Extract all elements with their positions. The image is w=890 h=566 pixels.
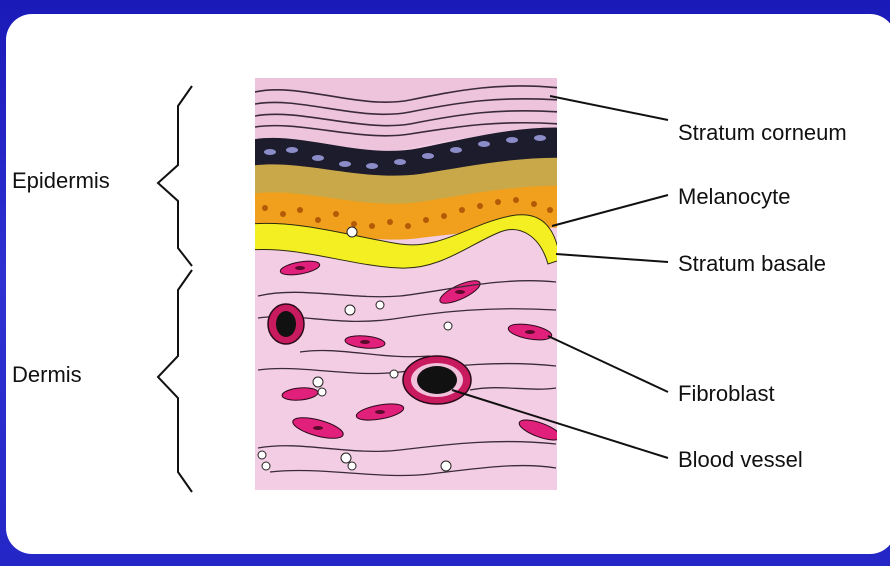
leader-stratum-basale <box>556 254 668 262</box>
label-stratum-corneum: Stratum corneum <box>678 120 847 146</box>
layer-braces <box>158 86 192 492</box>
epidermis-brace <box>158 86 192 266</box>
label-fibroblast: Fibroblast <box>678 381 775 407</box>
label-epidermis: Epidermis <box>12 168 110 194</box>
leader-fibroblast <box>548 336 668 392</box>
label-stratum-basale: Stratum basale <box>678 251 826 277</box>
tissue-cross-section <box>250 70 570 500</box>
label-blood-vessel: Blood vessel <box>678 447 803 473</box>
leader-stratum-corneum <box>550 96 668 120</box>
leader-melanocyte <box>552 195 668 226</box>
dermis-brace <box>158 270 192 492</box>
label-melanocyte: Melanocyte <box>678 184 791 210</box>
label-dermis: Dermis <box>12 362 82 388</box>
